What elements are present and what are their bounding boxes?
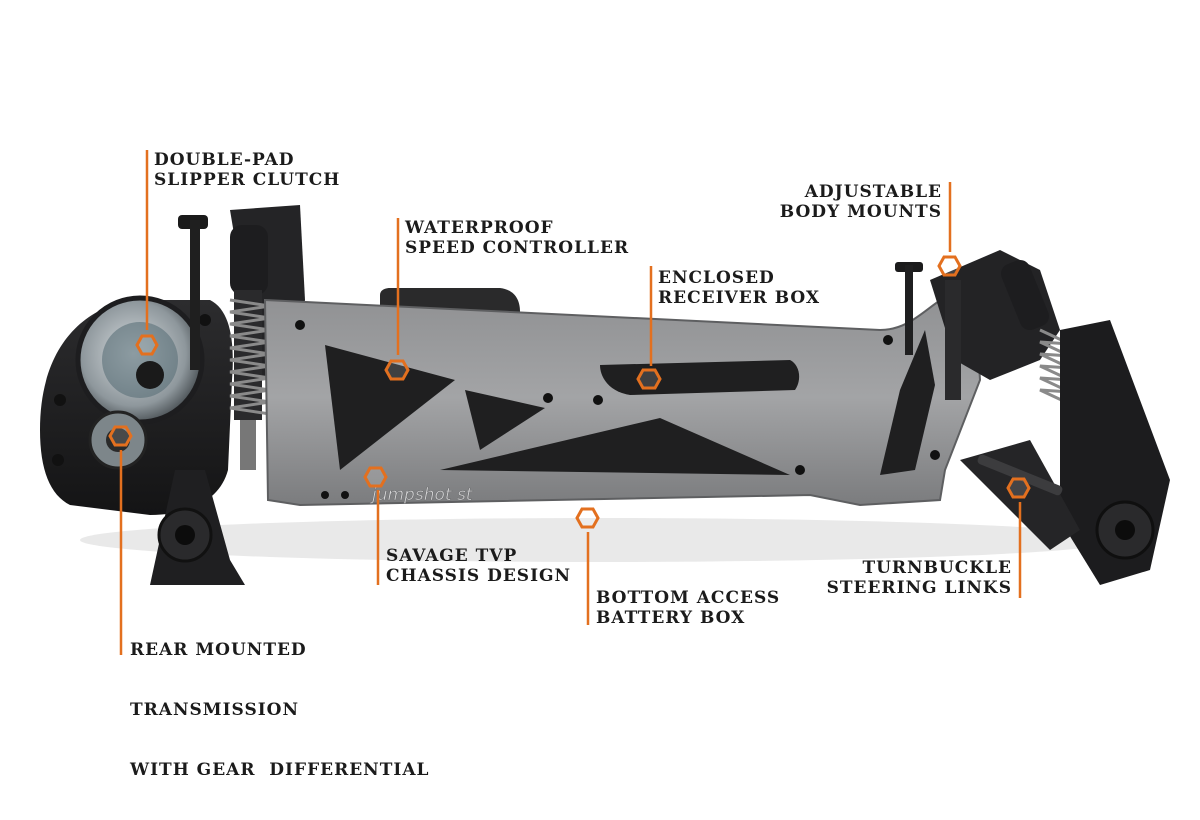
callout-transmission: REAR MOUNTED TRANSMISSION WITH GEAR DIFF… (130, 600, 429, 820)
transmission-housing (40, 295, 233, 515)
callout-receiver-box: ENCLOSED RECEIVER BOX (658, 268, 820, 308)
callout-chassis-design: SAVAGE TVP CHASSIS DESIGN (386, 546, 571, 586)
hex-marker-receiver (636, 368, 662, 390)
feature-diagram: jumpshot st (40, 150, 1170, 780)
callout-line: SLIPPER CLUTCH (154, 170, 341, 190)
callout-line: BOTTOM ACCESS (596, 588, 781, 608)
callout-line: REAR MOUNTED (130, 640, 307, 660)
callout-speed-controller: WATERPROOF SPEED CONTROLLER (405, 218, 629, 258)
callout-steering-links: TURNBUCKLE STEERING LINKS (827, 558, 1012, 598)
callout-leader-lines (119, 150, 1022, 655)
callout-body-mounts: ADJUSTABLE BODY MOUNTS (780, 182, 942, 222)
hex-marker-chassis (363, 466, 388, 488)
hex-marker-steering (1006, 477, 1031, 499)
callout-line: STEERING LINKS (826, 578, 1012, 598)
callout-line: ENCLOSED (658, 268, 775, 288)
front-suspension-assembly (895, 250, 1170, 585)
callout-line: SAVAGE TVP (386, 546, 518, 566)
callout-battery-box: BOTTOM ACCESS BATTERY BOX (596, 588, 780, 628)
callout-line: CHASSIS DESIGN (386, 566, 572, 586)
hex-marker-bodymounts (937, 255, 962, 277)
callout-slipper-clutch: DOUBLE-PAD SLIPPER CLUTCH (154, 150, 340, 190)
callout-line: DOUBLE-PAD (154, 150, 295, 170)
hex-marker-transmission (108, 425, 133, 447)
hex-marker-slipper (135, 334, 159, 356)
chassis-model-text: jumpshot st (370, 485, 474, 505)
callout-line: BATTERY BOX (596, 608, 746, 628)
callout-line: WITH GEAR DIFFERENTIAL (130, 760, 430, 780)
callout-line: SPEED CONTROLLER (405, 238, 630, 258)
rear-suspension-arm (150, 470, 245, 585)
callout-line: ADJUSTABLE (804, 182, 942, 202)
callout-line: WATERPROOF (405, 218, 554, 238)
hex-marker-battery (575, 507, 600, 529)
callout-line: BODY MOUNTS (779, 202, 942, 222)
rc-truck-chassis-illustration: jumpshot st (40, 150, 1170, 655)
callout-hex-markers (108, 255, 1031, 529)
hex-marker-esc (384, 359, 410, 381)
callout-line: TURNBUCKLE (862, 558, 1012, 578)
callout-line: RECEIVER BOX (658, 288, 821, 308)
main-chassis-plate: jumpshot st (263, 288, 982, 507)
callout-line: TRANSMISSION (130, 700, 300, 720)
